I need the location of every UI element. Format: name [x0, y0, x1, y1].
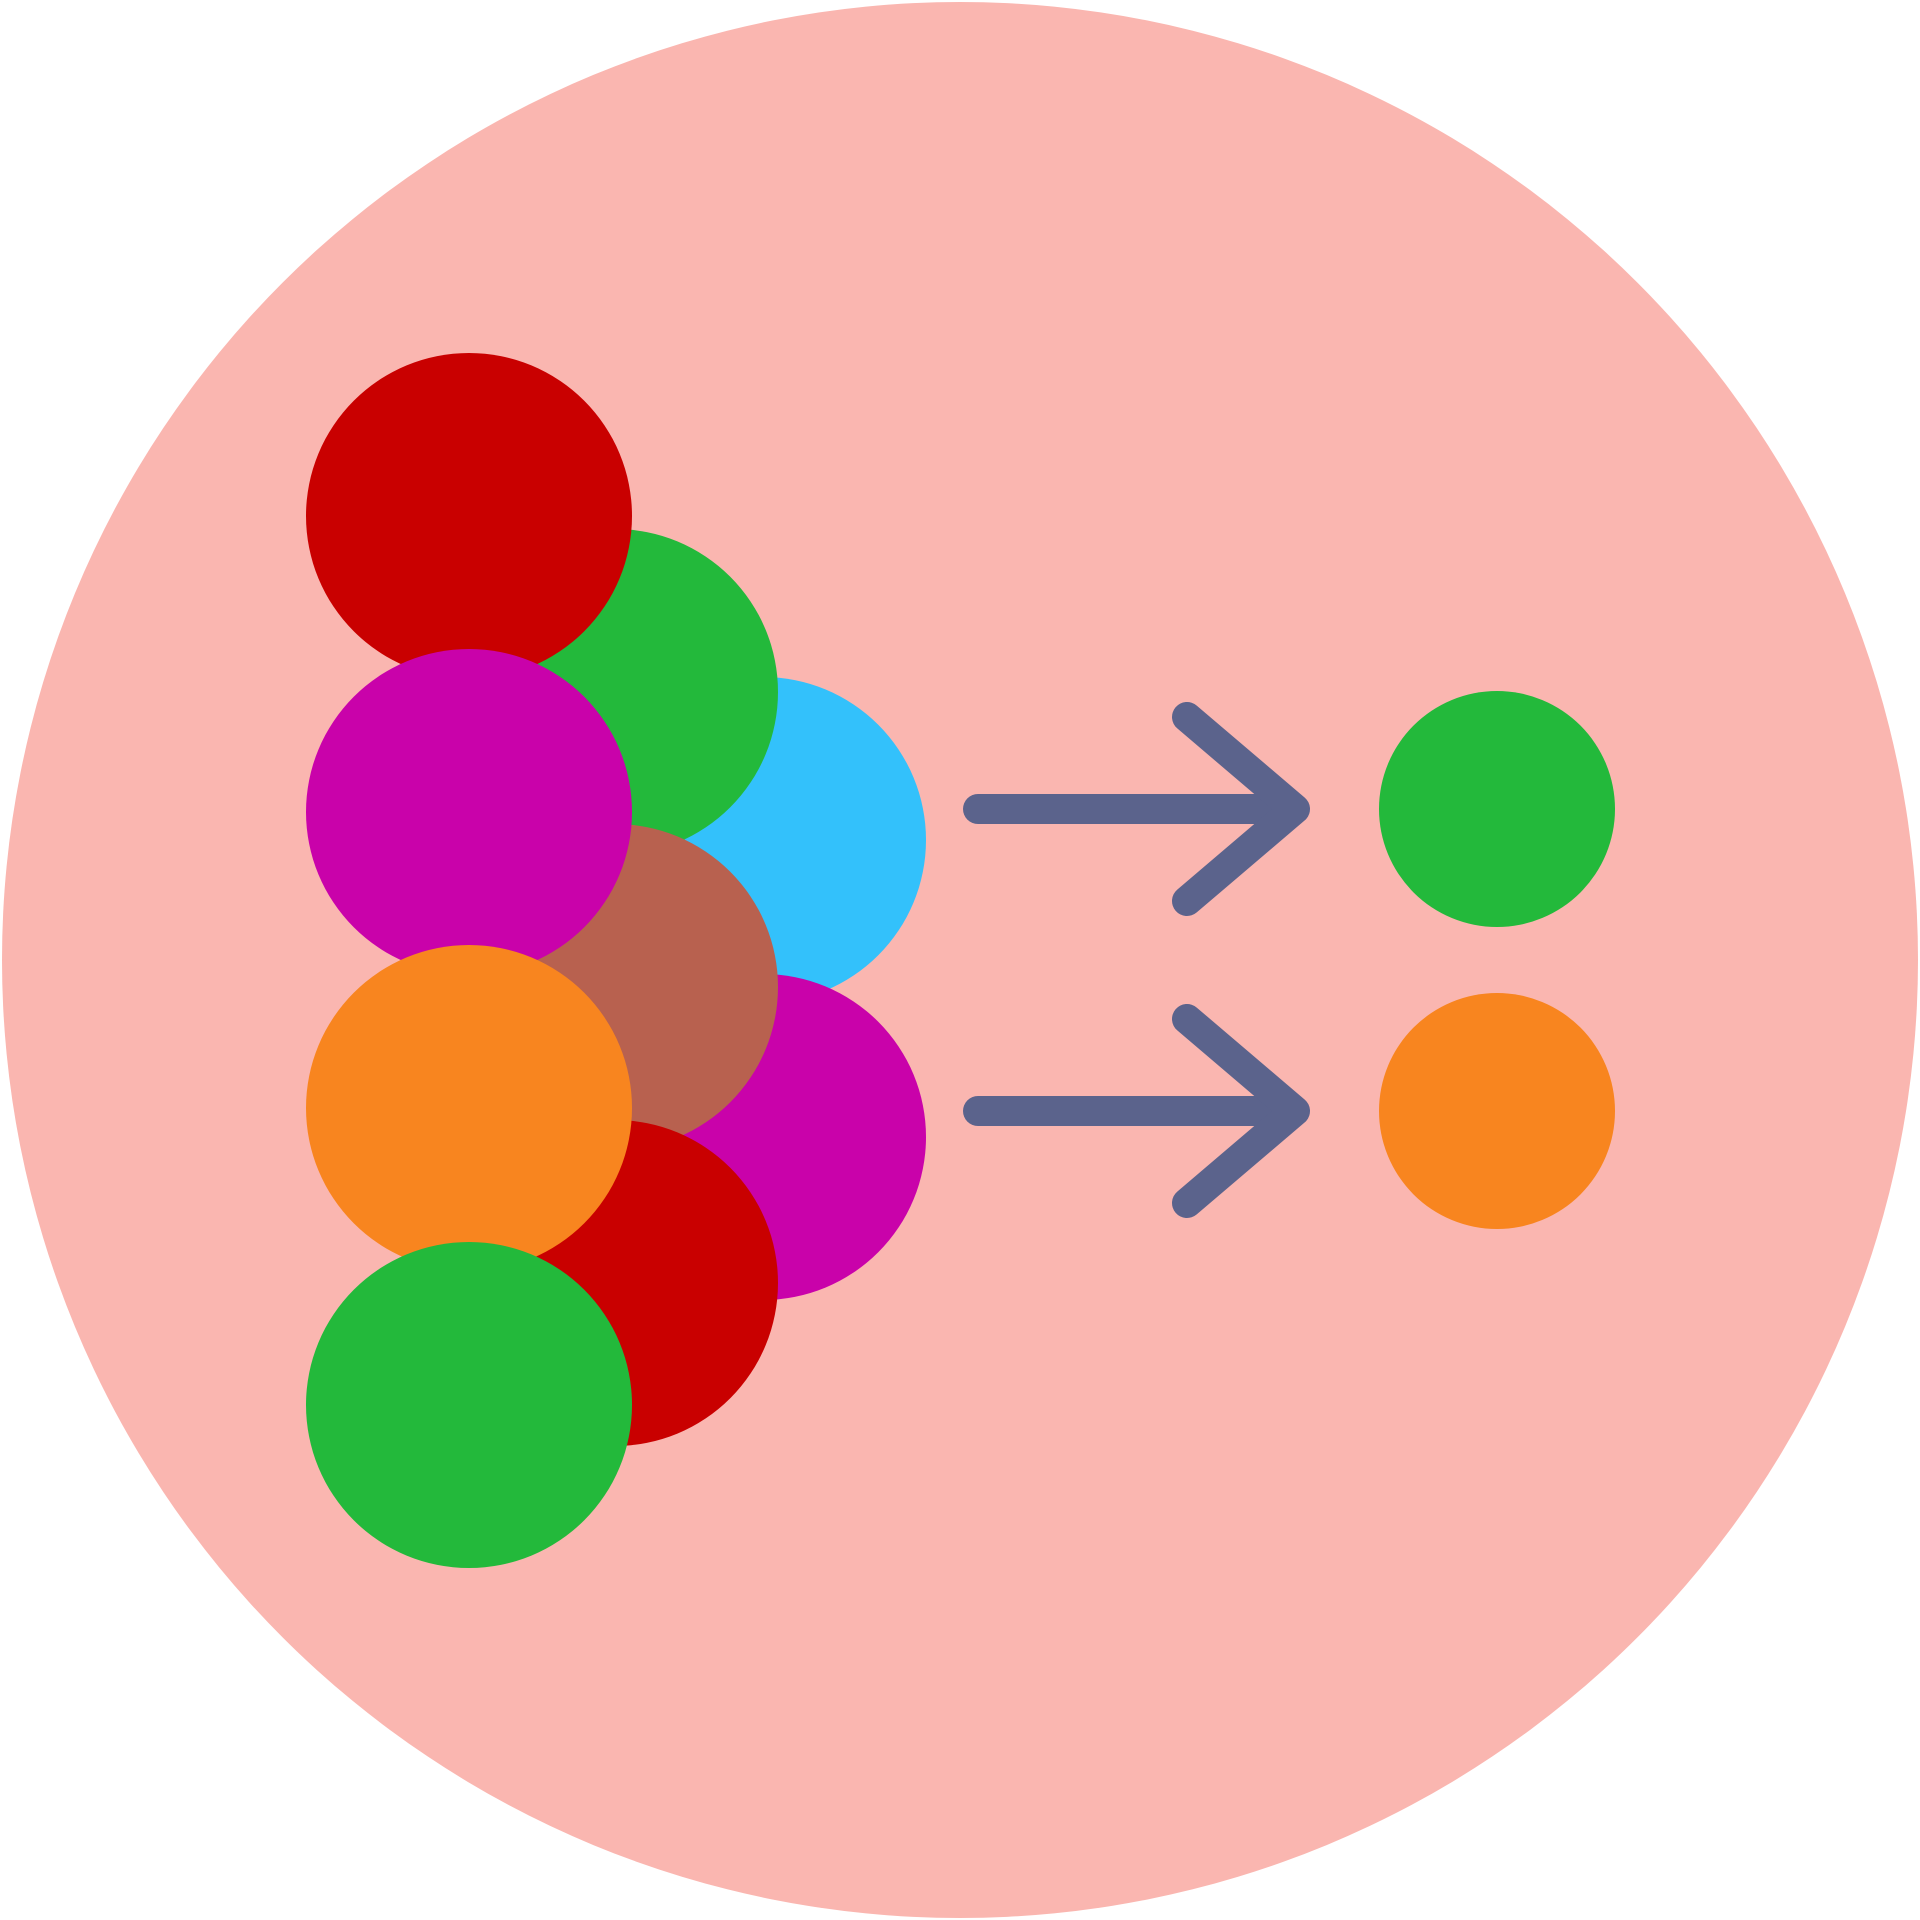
- ball-orange-front: [306, 945, 632, 1271]
- output-ball-green: [1379, 691, 1615, 927]
- ball-magenta-front: [306, 649, 632, 975]
- ball-green-front: [306, 1242, 632, 1568]
- right-arrow-icon: [963, 702, 1310, 916]
- ball-red-front: [306, 353, 632, 679]
- right-arrow-icon: [963, 1004, 1310, 1218]
- front-column: [306, 353, 632, 1568]
- output-ball-orange: [1379, 993, 1615, 1229]
